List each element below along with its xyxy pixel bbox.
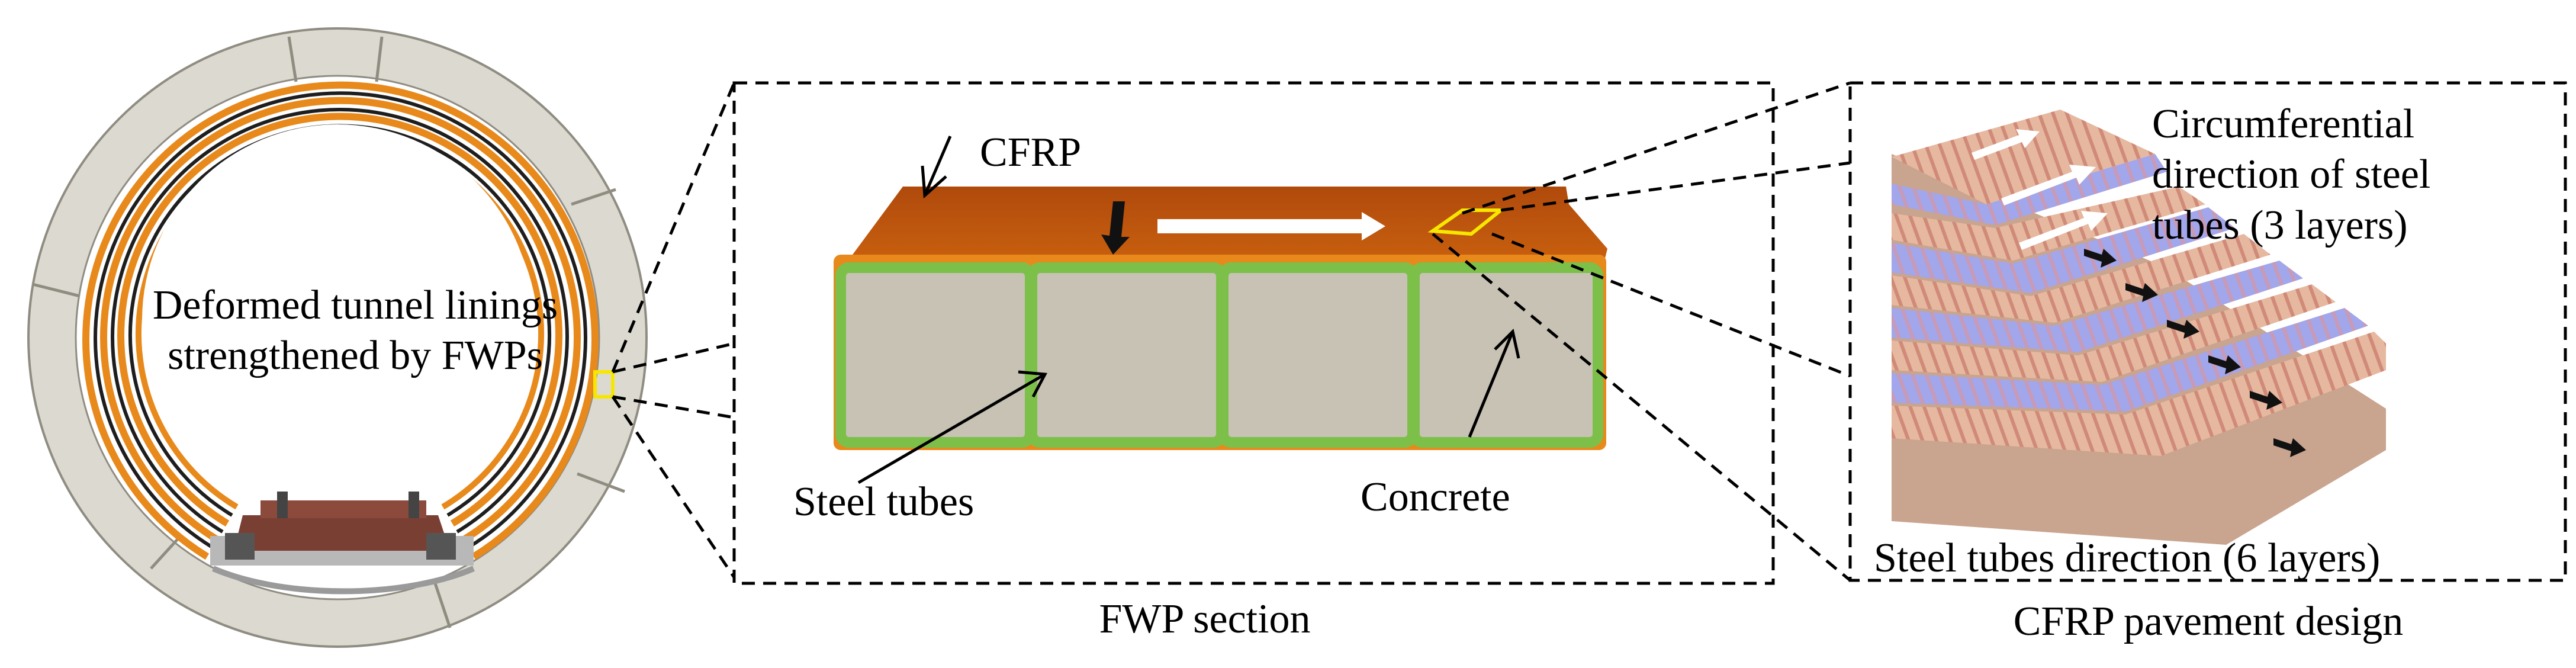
tunnel-lining-diagram: Deformed tunnel linings strengthened by … — [27, 27, 648, 648]
cfrp-pavement-diagram: Circumferential direction of steel tubes… — [1874, 101, 2430, 581]
circumferential-label-line2: direction of steel — [2152, 152, 2430, 197]
zoom-lines-left — [611, 82, 736, 579]
track-bed — [210, 492, 475, 595]
concrete-pointer — [1468, 331, 1514, 438]
circumferential-label-line1: Circumferential — [2152, 101, 2414, 147]
cfrp-pavement-caption: CFRP pavement design — [2014, 599, 2404, 644]
fwp-section-diagram: CFRP Steel tubes Concrete — [793, 130, 1607, 525]
fwp-section-frame — [732, 81, 1775, 585]
tunnel-label-line1: Deformed tunnel linings — [153, 282, 558, 328]
highlight-box — [593, 370, 615, 399]
concrete-label: Concrete — [1361, 474, 1510, 520]
cfrp-label: CFRP — [980, 130, 1081, 175]
cfrp-pointer — [923, 136, 952, 196]
steel-direction-label: Steel tubes direction (6 layers) — [1874, 535, 2380, 581]
tunnel-label-line2: strengthened by FWPs — [168, 333, 543, 378]
cfrp-pavement-frame — [1848, 81, 2567, 582]
stack-steps — [1892, 110, 2386, 456]
steel-tubes — [835, 262, 1603, 448]
fwp-section-caption: FWP section — [1099, 596, 1310, 642]
segment-joints — [32, 36, 625, 628]
tunnel-interior — [142, 124, 533, 515]
circumferential-arrows — [1972, 129, 2108, 250]
circumferential-label-line3: tubes (3 layers) — [2152, 203, 2408, 248]
fwp-layers — [82, 81, 599, 560]
steel-tubes-label: Steel tubes — [793, 479, 974, 525]
direction-arrow-black — [1101, 201, 1130, 255]
direction-arrow-white — [1157, 212, 1385, 240]
steel-direction-arrows — [2084, 249, 2306, 457]
steel-tubes-pointer — [857, 372, 1046, 484]
zoom-lines-right — [1432, 81, 1851, 582]
